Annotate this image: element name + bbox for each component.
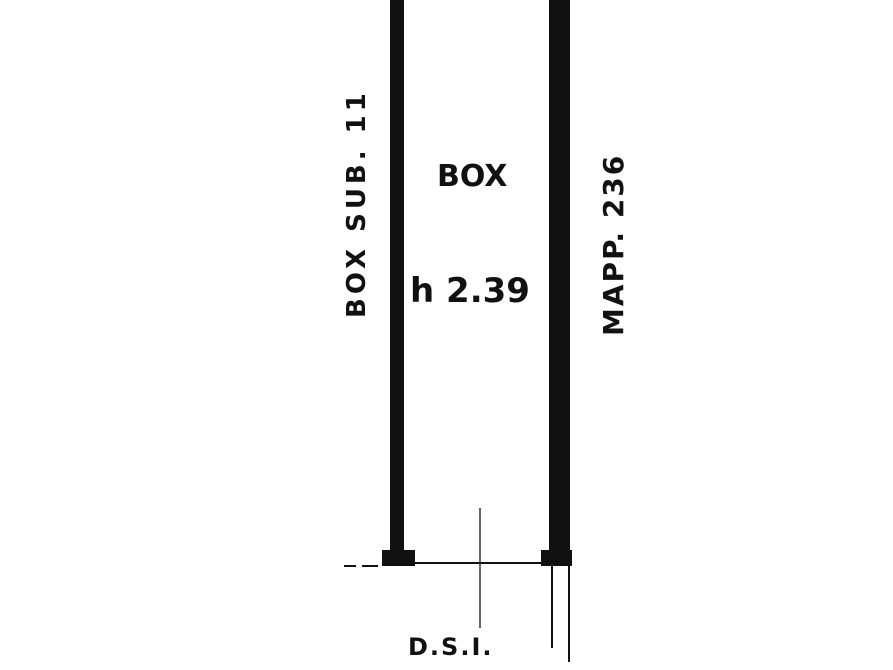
right-wall: [549, 0, 570, 562]
adjacent-box-label: BOX SUB. 11: [342, 89, 372, 318]
room-height-label: h 2.39: [410, 271, 530, 311]
left-wall: [390, 0, 404, 562]
adjacent-parcel-label: MAPP. 236: [597, 154, 630, 336]
dsi-label: D.S.I.: [408, 633, 494, 661]
room-name-label: BOX: [437, 159, 507, 194]
